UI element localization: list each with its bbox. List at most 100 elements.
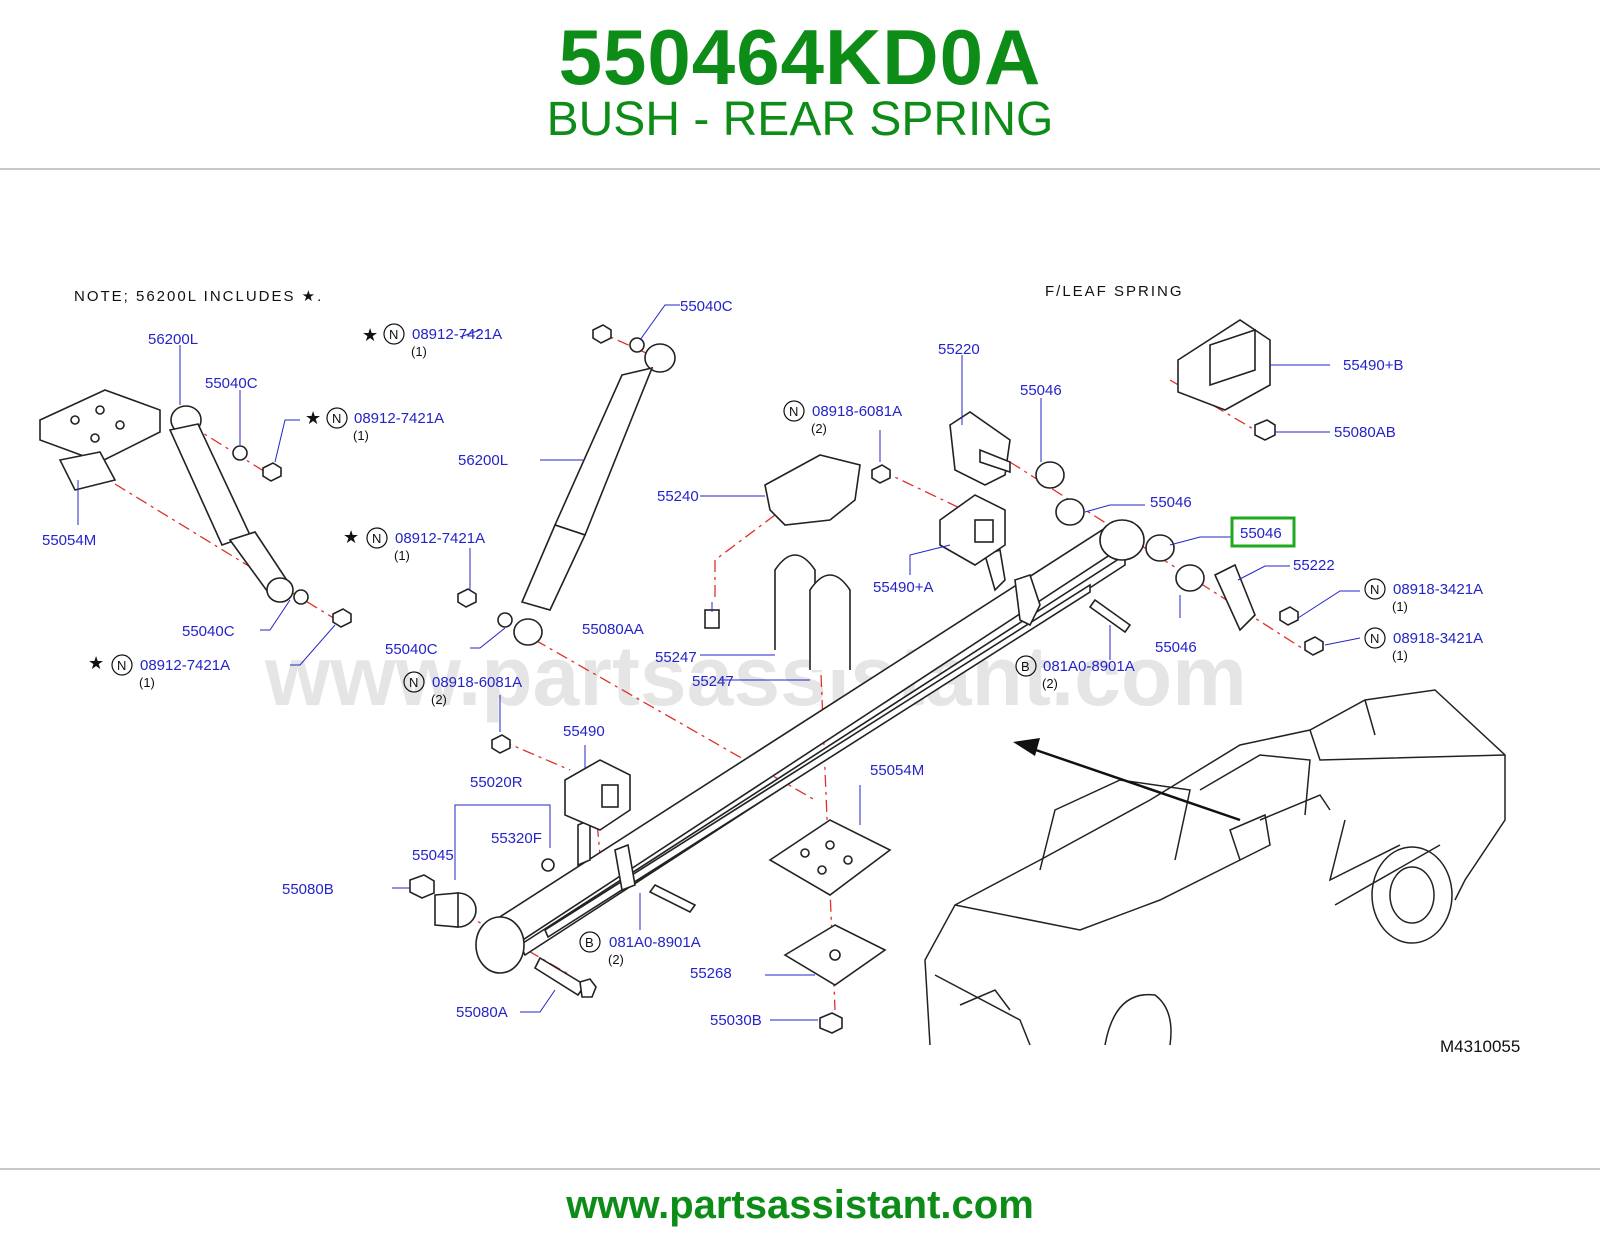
callout-55080a[interactable]: 55080A bbox=[456, 1004, 508, 1021]
n-circle-icon: N bbox=[332, 411, 341, 426]
callout-55046-a[interactable]: 55046 bbox=[1020, 382, 1062, 399]
callout-08918-6081a-mid-qty: (2) bbox=[431, 692, 447, 707]
callout-56200l-left[interactable]: 56200L bbox=[148, 331, 198, 348]
u-bolts-55247[interactable] bbox=[700, 554, 851, 681]
bolt-55080aa[interactable] bbox=[704, 602, 720, 629]
bump-stopper-55490[interactable] bbox=[564, 745, 631, 831]
spring-hanger-55220[interactable] bbox=[949, 355, 1011, 486]
shock-absorber-left[interactable] bbox=[168, 345, 352, 666]
n-circle-icon: N bbox=[117, 658, 126, 673]
callout-55046-selected[interactable]: 55046 bbox=[1240, 525, 1282, 542]
callout-55220[interactable]: 55220 bbox=[938, 341, 980, 358]
callout-55080ab[interactable]: 55080AB bbox=[1334, 424, 1396, 441]
watermark-text: www.partsassistant.com bbox=[264, 629, 1247, 723]
callout-55046-c[interactable]: 55046 bbox=[1155, 639, 1197, 656]
callout-08912-top2-qty: (1) bbox=[353, 428, 369, 443]
callout-55030b[interactable]: 55030B bbox=[710, 1012, 762, 1029]
nut-55080b[interactable] bbox=[392, 874, 435, 899]
footer-website-link[interactable]: www.partsassistant.com bbox=[566, 1183, 1034, 1227]
diagram-note: NOTE; 56200L INCLUDES ★. bbox=[74, 288, 323, 305]
callout-56200l-right[interactable]: 56200L bbox=[458, 452, 508, 469]
section-title: F/LEAF SPRING bbox=[1045, 283, 1184, 300]
n-circle-icon: N bbox=[789, 404, 798, 419]
callout-08912-top2[interactable]: 08912-7421A bbox=[354, 410, 444, 427]
callout-55040c-mid[interactable]: 55040C bbox=[385, 641, 438, 658]
callout-55222[interactable]: 55222 bbox=[1293, 557, 1335, 574]
callout-55046-b[interactable]: 55046 bbox=[1150, 494, 1192, 511]
callout-08912-bottom-qty: (1) bbox=[139, 675, 155, 690]
callout-labels: 55040C 56200L 55040C 08912-7421A (1) 089… bbox=[42, 298, 1483, 1029]
callout-55247-b[interactable]: 55247 bbox=[692, 673, 734, 690]
selected-part-highlight bbox=[1230, 516, 1296, 548]
bolt-55080a[interactable] bbox=[520, 956, 597, 1013]
nut-55030b[interactable] bbox=[770, 1012, 843, 1034]
bracket-55490b[interactable] bbox=[1177, 319, 1330, 441]
b-circle-icon: B bbox=[1021, 659, 1030, 674]
callout-55040c-left-bottom[interactable]: 55040C bbox=[182, 623, 235, 640]
callout-08918-6081a-top-qty: (2) bbox=[811, 421, 827, 436]
nut-08918-6081a-mid[interactable] bbox=[491, 695, 511, 754]
b-circle-icon: B bbox=[585, 935, 594, 950]
callout-08918-6081a-top[interactable]: 08918-6081A bbox=[812, 403, 902, 420]
callout-55247-a[interactable]: 55247 bbox=[655, 649, 697, 666]
leaf-spring-assembly[interactable] bbox=[475, 519, 1145, 974]
callout-55045[interactable]: 55045 bbox=[412, 847, 454, 864]
callout-081a0-bottom[interactable]: 081A0-8901A bbox=[609, 934, 701, 951]
callout-55490b[interactable]: 55490+B bbox=[1343, 357, 1403, 374]
callout-55240[interactable]: 55240 bbox=[657, 488, 699, 505]
n-circle-icon: N bbox=[372, 531, 381, 546]
bush-55045[interactable] bbox=[434, 858, 555, 928]
callout-08918-3421a-b-qty: (1) bbox=[1392, 648, 1408, 663]
callout-55490a[interactable]: 55490+A bbox=[873, 579, 933, 596]
callout-08912-mid-qty: (1) bbox=[394, 548, 410, 563]
callout-55320f[interactable]: 55320F bbox=[491, 830, 542, 847]
callout-081a0-bottom-qty: (2) bbox=[608, 952, 624, 967]
n-circle-icon: N bbox=[389, 327, 398, 342]
star-icon: ★ bbox=[88, 653, 104, 674]
part-name-subtitle: BUSH - REAR SPRING bbox=[546, 93, 1054, 146]
callout-55054m-mid[interactable]: 55054M bbox=[870, 762, 924, 779]
callout-55040c-left-top[interactable]: 55040C bbox=[205, 375, 258, 392]
shackle-55222[interactable] bbox=[1213, 563, 1361, 656]
footer-divider bbox=[0, 1168, 1600, 1170]
spring-seat-55240[interactable] bbox=[700, 430, 891, 526]
n-circle-symbols: N N N N N N N N B B bbox=[111, 323, 1386, 953]
star-symbols: ★ ★ ★ ★ bbox=[88, 325, 378, 674]
callout-55080aa[interactable]: 55080AA bbox=[582, 621, 644, 638]
callout-08918-3421a-a-qty: (1) bbox=[1392, 599, 1408, 614]
star-icon: ★ bbox=[305, 408, 321, 429]
part-number-title: 550464KD0A bbox=[558, 13, 1042, 101]
callout-55268[interactable]: 55268 bbox=[690, 965, 732, 982]
callout-08912-top1[interactable]: 08912-7421A bbox=[412, 326, 502, 343]
callout-08912-bottom[interactable]: 08912-7421A bbox=[140, 657, 230, 674]
callout-55490[interactable]: 55490 bbox=[563, 723, 605, 740]
page-header: 550464KD0A BUSH - REAR SPRING bbox=[0, 0, 1600, 170]
mounting-plate-left[interactable] bbox=[39, 389, 161, 525]
bush-rear-spring-group[interactable] bbox=[1035, 398, 1235, 618]
callout-08912-mid[interactable]: 08912-7421A bbox=[395, 530, 485, 547]
star-icon: ★ bbox=[343, 527, 359, 548]
callout-081a0-right-qty: (2) bbox=[1042, 676, 1058, 691]
bolt-081a0-bottom[interactable] bbox=[639, 883, 697, 930]
star-icon: ★ bbox=[362, 325, 378, 346]
bolt-081a0-right[interactable] bbox=[1088, 598, 1132, 660]
plate-55268[interactable] bbox=[765, 924, 887, 986]
callout-08912-top1-qty: (1) bbox=[411, 344, 427, 359]
callout-55054m-left[interactable]: 55054M bbox=[42, 532, 96, 549]
callout-081a0-right[interactable]: 081A0-8901A bbox=[1043, 658, 1135, 675]
location-arrow bbox=[1013, 738, 1241, 822]
shock-absorber-right[interactable] bbox=[457, 304, 680, 649]
callout-08918-3421a-b[interactable]: 08918-3421A bbox=[1393, 630, 1483, 647]
callout-55020r[interactable]: 55020R bbox=[470, 774, 523, 791]
bump-stopper-55490a[interactable] bbox=[909, 494, 1006, 575]
callout-55040c-top[interactable]: 55040C bbox=[680, 298, 733, 315]
n-circle-icon: N bbox=[1370, 631, 1379, 646]
callout-55080b[interactable]: 55080B bbox=[282, 881, 334, 898]
callout-08918-6081a-mid[interactable]: 08918-6081A bbox=[432, 674, 522, 691]
callout-group-55020r bbox=[454, 804, 551, 880]
callout-08918-3421a-a[interactable]: 08918-3421A bbox=[1393, 581, 1483, 598]
vehicle-locator-truck bbox=[924, 689, 1506, 1046]
n-circle-icon: N bbox=[1370, 582, 1379, 597]
mounting-plate-mid[interactable] bbox=[768, 785, 892, 896]
